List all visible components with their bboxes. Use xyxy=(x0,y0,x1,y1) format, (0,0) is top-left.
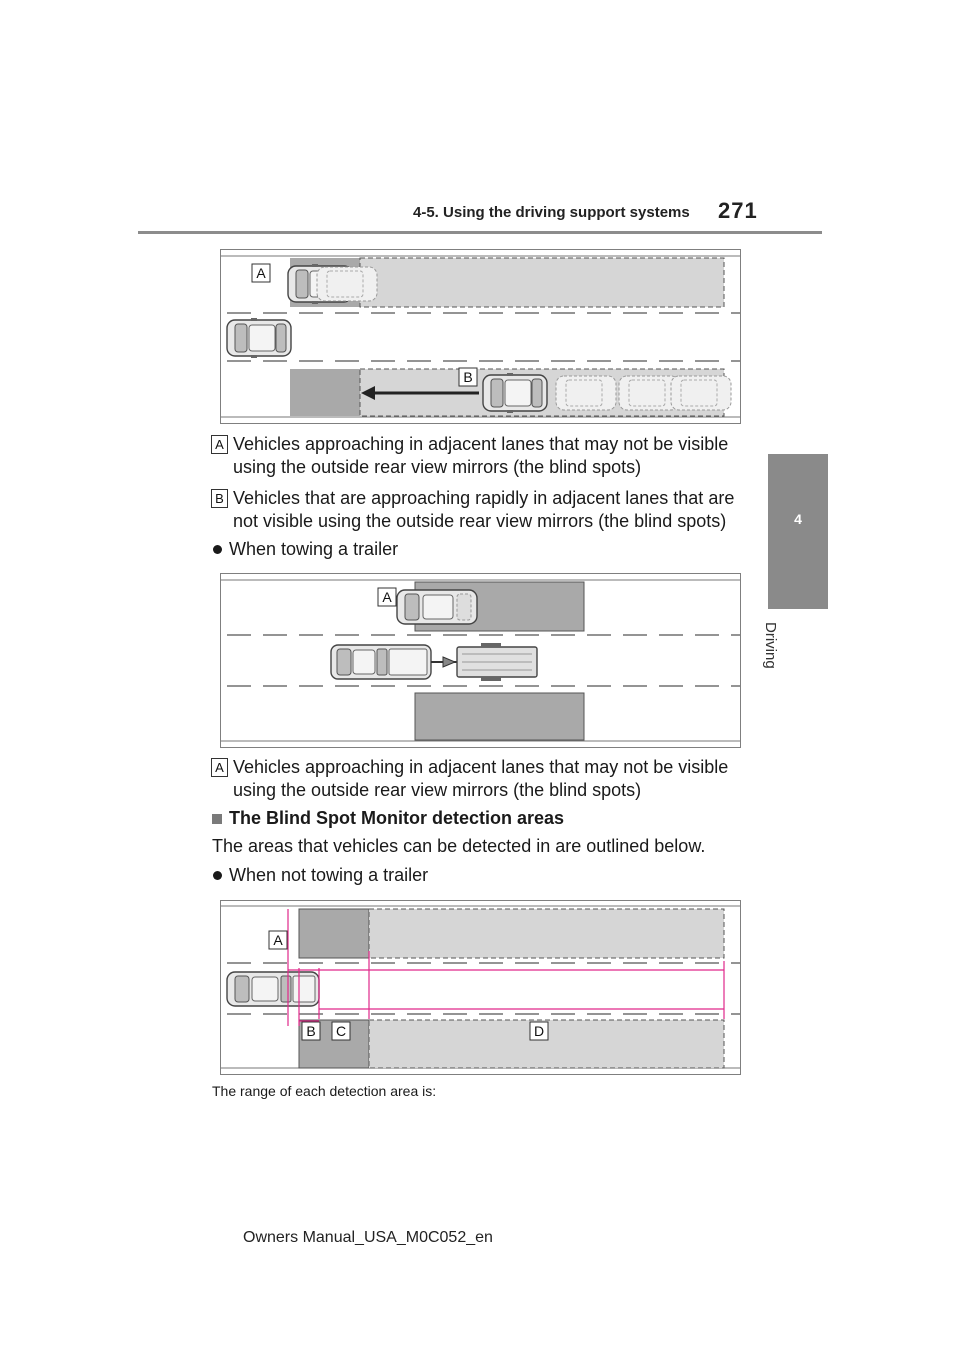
legend-a-line2: using the outside rear view mirrors (the… xyxy=(233,457,642,477)
intro-paragraph: The areas that vehicles can be detected … xyxy=(212,836,706,856)
bullet-not-towing: When not towing a trailer xyxy=(229,865,429,885)
square-bullet xyxy=(212,814,222,824)
bullet-towing: When towing a trailer xyxy=(229,539,399,559)
chapter-number: 4 xyxy=(794,511,802,527)
fig1-label-a: A xyxy=(256,265,266,281)
chapter-tab: 4 xyxy=(768,454,828,609)
legend-a-line1: Vehicles approaching in adjacent lanes t… xyxy=(233,434,729,454)
fig1-label-b: B xyxy=(463,369,472,385)
fig3-label-d: D xyxy=(534,1023,544,1039)
legend2-a-line1: Vehicles approaching in adjacent lanes t… xyxy=(233,757,729,777)
fig3-label-c: C xyxy=(336,1023,346,1039)
range-intro-text: The range of each detection area is: xyxy=(212,1083,437,1099)
legend-b-line1: Vehicles that are approaching rapidly in… xyxy=(233,488,735,508)
fig3-label-b: B xyxy=(306,1023,315,1039)
legend2-a-line2: using the outside rear view mirrors (the… xyxy=(233,780,642,800)
chapter-label: Driving xyxy=(762,622,779,669)
legend-key-a: A xyxy=(211,435,228,454)
legend2-key-a: A xyxy=(211,758,228,777)
page-number: 271 xyxy=(718,198,758,223)
figure-detection-areas: A B C D xyxy=(220,900,741,1075)
footer-manual-id: Owners Manual_USA_M0C052_en xyxy=(243,1229,493,1246)
section-subheading: The Blind Spot Monitor detection areas xyxy=(229,808,565,828)
fig2-label-a: A xyxy=(382,589,392,605)
figure-blind-spot-approach: A B xyxy=(220,249,741,424)
running-header-section: 4-5. Using the driving support systems xyxy=(413,204,690,221)
legend-key-b: B xyxy=(211,489,228,508)
header-rule xyxy=(138,231,822,234)
legend-b-line2: not visible using the outside rear view … xyxy=(233,511,727,531)
bullet-dot xyxy=(213,871,222,880)
fig3-label-a: A xyxy=(273,932,283,948)
figure-towing-trailer: A xyxy=(220,573,741,748)
bullet-dot xyxy=(213,545,222,554)
